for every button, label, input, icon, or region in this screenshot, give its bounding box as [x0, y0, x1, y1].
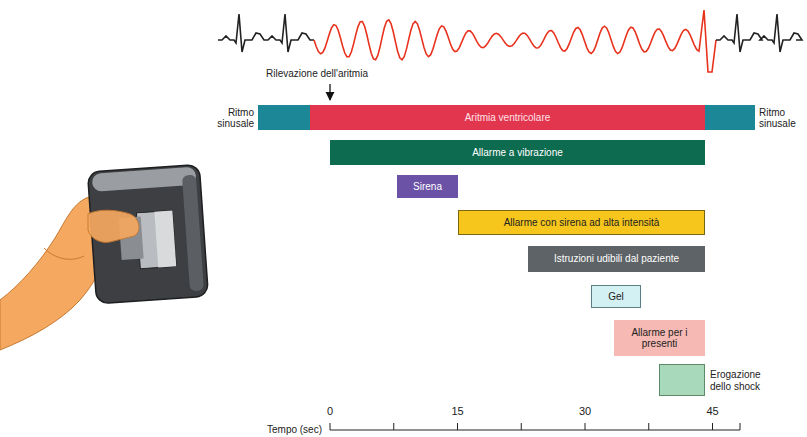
row-label: Erogazione dello shock: [710, 369, 772, 392]
arrhythmia-bar: Aritmia ventricolare: [310, 105, 705, 130]
sinus-bar: Ritmo sinusale: [705, 105, 755, 130]
event-label: Rilevazione dell'aritmia: [266, 68, 368, 80]
bar-label: Gel: [608, 291, 624, 303]
axis-tick: [457, 423, 458, 430]
row-label: Ritmo sinusale: [208, 106, 254, 129]
bar-label: Allarme per i presenti: [630, 327, 690, 350]
gel-bar: Gel: [591, 285, 641, 308]
siren-bar: Sirena: [397, 175, 458, 198]
sinus-trace: [716, 14, 802, 52]
bar-label: Allarme con sirena ad alta intensità: [504, 217, 660, 229]
sinus-bar: Ritmo sinusale: [258, 105, 310, 130]
axis-tick: [712, 423, 713, 430]
axis-tick: [585, 423, 586, 430]
bar-label: Aritmia ventricolare: [465, 112, 551, 124]
detection-arrow: [329, 84, 330, 100]
bar-label: Sirena: [413, 181, 442, 193]
bystander-alarm-bar: Allarme per i presenti: [614, 320, 705, 356]
axis-number: 15: [451, 405, 463, 418]
time-axis: [330, 423, 740, 430]
hand-device: [0, 164, 208, 350]
axis-tick: [740, 423, 741, 430]
arrhythmia-trace: [314, 10, 716, 72]
axis-number: 30: [579, 405, 591, 418]
ecg-trace: [218, 10, 802, 72]
axis-title: Tempo (sec): [267, 424, 322, 436]
high-siren-bar: Allarme con sirena ad alta intensità: [458, 210, 705, 235]
bar-label: Istruzioni udibili dal paziente: [554, 253, 679, 265]
voice-prompt-bar: Istruzioni udibili dal paziente: [528, 246, 705, 272]
axis-tick: [330, 423, 331, 430]
axis-tick: [393, 423, 394, 430]
bar-label: Allarme a vibrazione: [472, 147, 563, 159]
vibration-alarm-bar: Allarme a vibrazione: [330, 140, 705, 165]
sinus-trace: [218, 14, 314, 52]
axis-number: 45: [706, 405, 718, 418]
axis-tick: [648, 423, 649, 430]
row-label: Ritmo sinusale: [759, 106, 803, 129]
shock-bar: Erogazione dello shock: [659, 364, 705, 396]
axis-line: [330, 430, 740, 431]
axis-tick: [521, 423, 522, 430]
axis-number: 0: [327, 405, 333, 418]
